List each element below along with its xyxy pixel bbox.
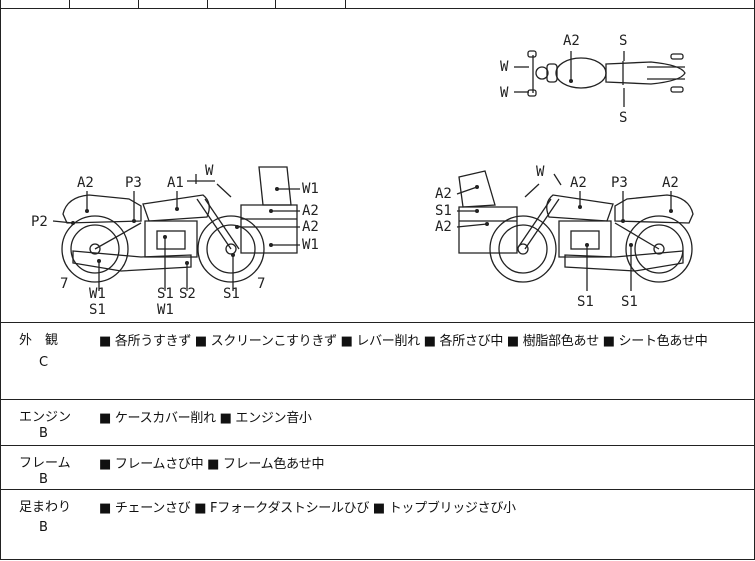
label: 7	[257, 276, 265, 292]
row-label: 足まわり	[19, 500, 72, 515]
row-grade: B	[39, 426, 48, 441]
label: A2	[302, 219, 319, 235]
label: S1	[157, 286, 174, 302]
row-exterior: 外 観 C ■ 各所うすきず ■ スクリーンこすりきず ■ レバー削れ ■ 各所…	[1, 323, 754, 400]
label: S1	[435, 203, 452, 219]
label: P3	[125, 175, 142, 191]
row-notes: ■ チェーンさび ■ Fフォークダストシールひび ■ トップブリッジさび小	[99, 501, 516, 516]
row-engine: エンジン B ■ ケースカバー削れ ■ エンジン音小	[1, 400, 754, 446]
label: A2	[570, 175, 587, 191]
column-divider	[275, 0, 276, 8]
row-notes: ■ ケースカバー削れ ■ エンジン音小	[99, 411, 312, 426]
label: W	[500, 59, 509, 75]
motorcycle-diagram: W W A2 S S A2 P3 A1 W W1 P2 A2 A2 W1 7 7…	[31, 33, 694, 318]
label: 7	[60, 276, 68, 292]
label: W1	[302, 237, 319, 253]
label: W	[500, 85, 509, 101]
label: A1	[167, 175, 184, 191]
top-view-labels: W W A2 S S	[500, 33, 627, 126]
label: A2	[77, 175, 94, 191]
label: S	[619, 110, 627, 126]
top-view-drawing	[527, 50, 686, 97]
label: W1	[302, 181, 319, 197]
label: A2	[435, 186, 452, 202]
row-label: フレーム	[19, 456, 71, 471]
column-divider	[207, 0, 208, 8]
row-notes: ■ フレームさび中 ■ フレーム色あせ中	[99, 457, 325, 472]
label: S1	[621, 294, 638, 310]
left-view-drawing	[61, 166, 298, 283]
label: A2	[563, 33, 580, 49]
label: S1	[223, 286, 240, 302]
label: W1	[157, 302, 174, 318]
damage-diagram-panel: W W A2 S S A2 P3 A1 W W1 P2 A2 A2 W1 7 7…	[1, 9, 754, 323]
right-view-drawing	[458, 170, 694, 283]
row-suspension: 足まわり B ■ チェーンさび ■ Fフォークダストシールひび ■ トップブリッ…	[1, 490, 754, 559]
column-divider	[138, 0, 139, 8]
label: A2	[435, 219, 452, 235]
header-row-remnant	[1, 0, 754, 9]
label: S2	[179, 286, 196, 302]
row-label: エンジン	[19, 410, 72, 425]
row-grade: B	[39, 520, 48, 535]
label: W	[205, 163, 214, 179]
column-divider	[345, 0, 346, 8]
row-label: 外 観	[19, 333, 59, 348]
label: P3	[611, 175, 628, 191]
label: W	[536, 164, 545, 180]
row-grade: C	[39, 355, 49, 370]
left-view-labels: A2 P3 A1 W W1 P2 A2 A2 W1 7 7 W1 S1 S1 S…	[31, 163, 319, 318]
right-view-labels: W A2 P3 A2 A2 S1 A2 S1 S1	[435, 164, 679, 310]
leader-lines	[52, 51, 672, 291]
label: W1	[89, 286, 106, 302]
label: S	[619, 33, 627, 49]
row-frame: フレーム B ■ フレームさび中 ■ フレーム色あせ中	[1, 446, 754, 490]
row-notes: ■ 各所うすきず ■ スクリーンこすりきず ■ レバー削れ ■ 各所さび中 ■ …	[99, 334, 708, 349]
row-grade: B	[39, 472, 48, 487]
column-divider	[69, 0, 70, 8]
label: A2	[302, 203, 319, 219]
label: S1	[89, 302, 106, 318]
label: P2	[31, 214, 48, 230]
label: A2	[662, 175, 679, 191]
label: S1	[577, 294, 594, 310]
label-dots	[71, 79, 673, 265]
